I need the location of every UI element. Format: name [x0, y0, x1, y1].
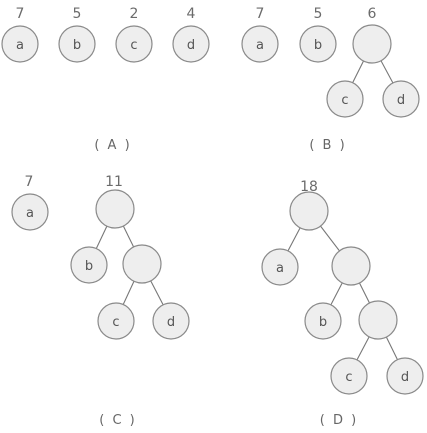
leaf-label: b [73, 38, 81, 53]
weight-b: 5 [73, 6, 82, 22]
leaf-node-a: a [261, 248, 299, 286]
weight-root: 18 [300, 179, 318, 195]
internal-node [352, 24, 392, 64]
leaf-node-a: a [241, 25, 279, 63]
panel-label: ( A ) [94, 138, 131, 153]
leaf-node-b: b [58, 25, 96, 63]
root-node [95, 189, 135, 229]
leaf-node-c: c [330, 357, 368, 395]
weight-a: 7 [256, 6, 265, 22]
panel-c: 7 a 11 b c d ( C ) [11, 174, 190, 428]
leaf-node-d: d [386, 357, 424, 395]
leaf-node-c: c [97, 302, 135, 340]
internal-node [331, 246, 371, 286]
leaf-node-d: d [172, 25, 210, 63]
leaf-label: a [276, 261, 284, 276]
panel-d: 18 a b c d ( D ) [261, 179, 424, 428]
leaf-node-b: b [299, 25, 337, 63]
weight-a: 7 [16, 6, 25, 22]
leaf-node-c: c [326, 80, 364, 118]
internal-node [358, 300, 398, 340]
leaf-node-c: c [115, 25, 153, 63]
weight-a: 7 [25, 174, 34, 190]
leaf-label: b [85, 259, 93, 274]
weight-d: 4 [187, 6, 196, 22]
panel-label: ( B ) [309, 138, 346, 153]
leaf-label: d [187, 38, 195, 53]
panel-label: ( D ) [320, 413, 358, 428]
leaf-node-d: d [152, 302, 190, 340]
weight-internal: 6 [368, 6, 377, 22]
leaf-node-d: d [382, 80, 420, 118]
leaf-label: a [256, 38, 264, 53]
leaf-node-a: a [11, 193, 49, 231]
weight-b: 5 [314, 6, 323, 22]
root-node [289, 191, 329, 231]
leaf-label: c [345, 370, 352, 385]
leaf-node-a: a [1, 25, 39, 63]
panel-a: 7 a 5 b 2 c 4 d ( A ) [1, 6, 210, 153]
leaf-label: c [130, 38, 137, 53]
weight-root: 11 [105, 174, 123, 190]
leaf-label: b [319, 315, 327, 330]
leaf-label: a [16, 38, 24, 53]
leaf-label: d [167, 315, 175, 330]
leaf-label: c [341, 93, 348, 108]
panel-label: ( C ) [99, 413, 137, 428]
leaf-label: b [314, 38, 322, 53]
leaf-node-b: b [70, 246, 108, 284]
leaf-label: d [401, 370, 409, 385]
panel-b: 7 a 5 b 6 c d ( B ) [241, 6, 420, 153]
internal-node [122, 244, 162, 284]
leaf-label: c [112, 315, 119, 330]
leaf-label: a [26, 206, 34, 221]
leaf-node-b: b [304, 302, 342, 340]
weight-c: 2 [130, 6, 139, 22]
leaf-label: d [397, 93, 405, 108]
